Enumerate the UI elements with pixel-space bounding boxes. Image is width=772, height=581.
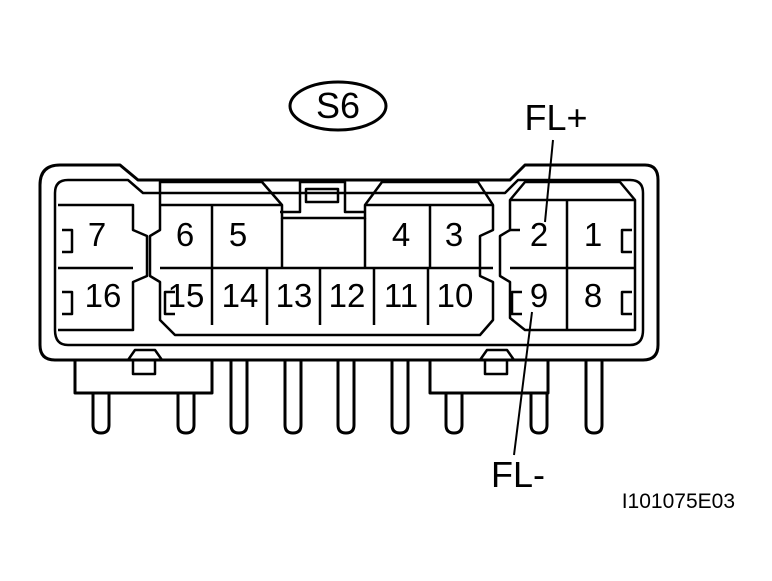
pin-key-notch bbox=[620, 228, 632, 254]
terminal-pin bbox=[584, 358, 604, 435]
locking-latch bbox=[280, 180, 365, 214]
pin-label: 15 bbox=[168, 277, 205, 314]
callout-fl-plus: FL+ bbox=[524, 97, 587, 138]
figure-code: I101075E03 bbox=[622, 490, 735, 513]
pin-key-notch bbox=[620, 290, 632, 316]
terminal-pin bbox=[444, 391, 464, 435]
mounting-flange-left bbox=[73, 358, 214, 395]
flange-slot-left bbox=[131, 358, 157, 376]
pin-label: 14 bbox=[222, 277, 259, 314]
pin-key-notch bbox=[62, 290, 74, 316]
terminal-pin bbox=[390, 358, 410, 435]
pin-label: 3 bbox=[445, 216, 463, 253]
mounting-flange-right bbox=[428, 358, 550, 395]
callout-fl-minus-leader bbox=[513, 311, 533, 456]
terminal-pin bbox=[529, 391, 549, 435]
terminal-pin bbox=[283, 358, 303, 435]
pin-key-notch bbox=[62, 228, 74, 254]
flange-slot-right bbox=[483, 358, 509, 376]
terminal-pin bbox=[91, 391, 111, 435]
flange-tab-left bbox=[126, 348, 164, 361]
pin-label: 6 bbox=[176, 216, 194, 253]
pin-label: 10 bbox=[437, 277, 474, 314]
pin-label: 7 bbox=[88, 216, 106, 253]
terminal-pins bbox=[91, 358, 604, 435]
pin-label: 5 bbox=[229, 216, 247, 253]
pin-block-center bbox=[148, 180, 495, 337]
pin-label: 1 bbox=[584, 216, 602, 253]
pin-block-left bbox=[58, 203, 149, 332]
pin-label: 8 bbox=[584, 277, 602, 314]
pin-label: 12 bbox=[329, 277, 366, 314]
latch-window bbox=[304, 187, 340, 204]
pin-label: 16 bbox=[85, 277, 122, 314]
connector-name-label: S6 bbox=[316, 85, 360, 126]
pin-label: 9 bbox=[530, 277, 548, 314]
flange-tab-right bbox=[478, 348, 516, 361]
connector-outer-housing bbox=[38, 163, 660, 362]
pin-block-right bbox=[498, 180, 637, 332]
connector-name-badge: S6 bbox=[288, 80, 388, 132]
callout-fl-minus: FL- bbox=[491, 454, 545, 495]
pin-label: 4 bbox=[392, 216, 410, 253]
pin-label: 2 bbox=[530, 216, 548, 253]
callout-fl-plus-leader bbox=[544, 139, 554, 223]
connector-name-ellipse bbox=[288, 80, 388, 132]
pin-key-notch bbox=[510, 290, 522, 316]
terminal-pin bbox=[229, 358, 249, 435]
terminal-pin bbox=[176, 391, 196, 435]
terminal-pin bbox=[336, 358, 356, 435]
connector-inner-cavity bbox=[53, 178, 645, 347]
pin-label: 13 bbox=[276, 277, 313, 314]
pin-key-notch bbox=[163, 290, 175, 316]
pin-label: 11 bbox=[384, 277, 418, 314]
